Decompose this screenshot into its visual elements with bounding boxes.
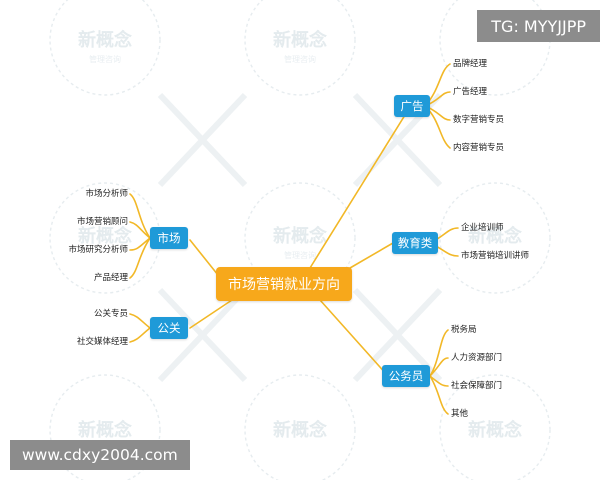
connector-center-edu xyxy=(349,242,394,269)
branch-node-ad: 广告 xyxy=(394,95,430,117)
branch-label: 市场 xyxy=(157,231,181,245)
watermark-subtext: 管理咨询 xyxy=(284,250,316,260)
site-url-overlay-text: www.cdxy2004.com xyxy=(22,446,178,464)
branch-label: 公关 xyxy=(157,321,181,335)
connector-market-leaves xyxy=(129,193,151,279)
leaf-gov-4: 其他 xyxy=(451,409,469,419)
watermark-subtext: 管理咨询 xyxy=(284,54,316,64)
leaf-edu-2: 市场营销培训讲师 xyxy=(461,251,530,261)
branch-node-edu: 教育类 xyxy=(392,232,438,254)
watermark-text: 新概念 xyxy=(273,29,327,51)
leaf-gov-3: 社会保障部门 xyxy=(451,381,503,391)
center-node-label: 市场营销就业方向 xyxy=(228,277,340,293)
leaf-edu-1: 企业培训师 xyxy=(461,223,504,233)
watermark-text: 新概念 xyxy=(273,419,327,441)
connector-center-pr xyxy=(189,299,233,329)
watermark-subtext: 管理咨询 xyxy=(89,54,121,64)
branch-node-gov: 公务员 xyxy=(382,365,430,387)
leaf-ad-1: 品牌经理 xyxy=(453,59,488,69)
watermark-text: 新概念 xyxy=(78,29,132,51)
connector-gov-leaves xyxy=(429,329,449,415)
leaf-ad-2: 广告经理 xyxy=(453,87,488,97)
branch-node-pr: 公关 xyxy=(150,317,188,339)
branch-label: 教育类 xyxy=(397,236,433,250)
center-node: 市场营销就业方向 xyxy=(216,267,352,301)
leaf-gov-2: 人力资源部门 xyxy=(451,353,503,363)
branch-label: 广告 xyxy=(400,99,424,113)
leaf-pr-2: 社交媒体经理 xyxy=(76,337,128,347)
leaf-market-1: 市场分析师 xyxy=(85,189,128,199)
site-url-overlay-tag: www.cdxy2004.com xyxy=(10,440,190,470)
leaf-gov-1: 税务局 xyxy=(451,325,477,335)
telegram-overlay-tag: TG: MYYJJPP xyxy=(477,10,600,42)
branch-label: 公务员 xyxy=(388,369,424,383)
telegram-overlay-text: TG: MYYJJPP xyxy=(491,16,586,36)
leaf-market-2: 市场营销顾问 xyxy=(76,217,128,227)
leaf-pr-1: 公关专员 xyxy=(93,309,128,319)
connector-center-gov xyxy=(319,299,389,377)
connector-center-market xyxy=(189,239,219,276)
branch-node-market: 市场 xyxy=(150,227,188,249)
leaf-ad-4: 内容营销专员 xyxy=(453,143,505,153)
watermark-text: 新概念 xyxy=(468,419,522,441)
leaf-ad-3: 数字营销专员 xyxy=(453,115,505,125)
connector-pr-leaves xyxy=(129,313,151,343)
watermark-text: 新概念 xyxy=(273,225,327,247)
leaf-market-3: 市场研究分析师 xyxy=(68,245,128,255)
watermark-text: 新概念 xyxy=(78,419,132,441)
leaf-market-4: 产品经理 xyxy=(93,273,128,283)
